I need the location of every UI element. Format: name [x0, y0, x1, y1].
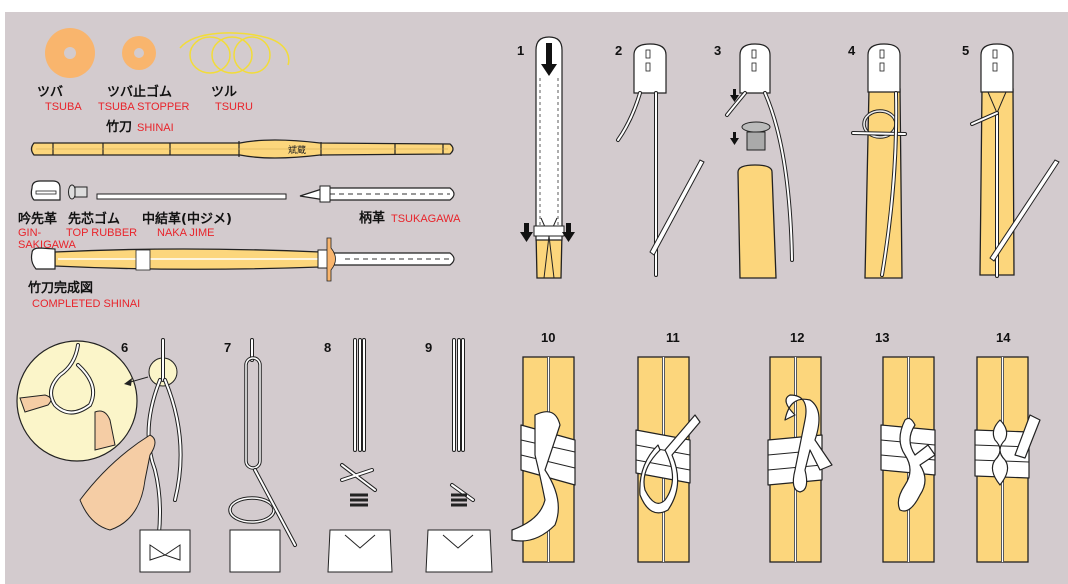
top-rubber-jp-label: 先芯ゴム — [68, 211, 120, 227]
gin-sakigawa-en-label-1: GIN- — [18, 227, 42, 239]
shinai-en-label: SHINAI — [137, 122, 174, 134]
tsuru-jp-label: ツル — [211, 85, 237, 100]
step-7-number: 7 — [224, 340, 231, 355]
step-5-number: 5 — [962, 43, 969, 58]
tsuba-stopper-illustration — [122, 36, 156, 70]
naka-jime-jp-label: 中結革(中ジメ) — [142, 211, 232, 227]
svg-text:斌蔵: 斌蔵 — [288, 144, 306, 156]
step-14-number: 14 — [996, 330, 1011, 345]
naka-jime-en-label: NAKA JIME — [157, 227, 214, 239]
step-12-number: 12 — [790, 330, 804, 345]
step-2-illustration — [616, 43, 705, 277]
tsukagawa-jp-label: 柄革 — [359, 210, 385, 226]
step-1-number: 1 — [517, 43, 524, 58]
step-9-number: 9 — [425, 340, 432, 355]
tsuba-stopper-jp-label: ツバ止ゴム — [107, 84, 172, 100]
top-rubber-illustration — [68, 184, 88, 200]
step-7-illustration — [228, 338, 297, 573]
step-6-number: 6 — [121, 340, 128, 355]
step-12-illustration — [767, 356, 833, 563]
top-rubber-en-label: TOP RUBBER — [66, 227, 137, 239]
tsuba-illustration — [45, 28, 95, 78]
shinai-jp-label: 竹刀 — [105, 119, 132, 135]
step-13-number: 13 — [875, 330, 889, 345]
tsukagawa-illustration — [299, 185, 455, 203]
shinai-bamboo-illustration: 斌蔵 — [30, 139, 454, 159]
tsukagawa-en-label: TSUKAGAWA — [391, 213, 461, 225]
step-1-illustration — [520, 36, 575, 279]
step-10-illustration — [511, 356, 576, 563]
step-5-illustration — [970, 43, 1060, 278]
step-9-illustration — [425, 338, 493, 573]
step-3-number: 3 — [714, 43, 721, 58]
step-10-number: 10 — [541, 330, 555, 345]
tsuba-en-label: TSUBA — [45, 101, 82, 113]
step-2-number: 2 — [615, 43, 622, 58]
gin-sakigawa-jp-label: 吟先革 — [18, 211, 57, 227]
step-13-illustration — [880, 356, 936, 563]
step-4-illustration — [851, 43, 907, 279]
completed-jp-label: 竹刀完成図 — [27, 280, 93, 296]
tsuba-jp-label: ツバ — [37, 85, 63, 100]
tsuba-stopper-en-label: TSUBA STOPPER — [98, 101, 190, 113]
gin-sakigawa-en-label-2: SAKIGAWA — [18, 239, 77, 251]
step-3-illustration — [725, 43, 794, 279]
step-8-illustration — [327, 338, 393, 573]
step-11-illustration — [635, 356, 701, 563]
naka-jime-illustration — [96, 193, 287, 200]
step-4-number: 4 — [848, 43, 856, 58]
completed-shinai-illustration — [30, 237, 455, 282]
step-6-illustration — [16, 338, 191, 573]
step-8-number: 8 — [324, 340, 331, 355]
step-14-illustration — [974, 356, 1041, 563]
gin-sakigawa-illustration — [30, 180, 61, 201]
step-11-number: 11 — [666, 330, 680, 345]
tsuru-en-label: TSURU — [215, 101, 253, 113]
tsuru-illustration — [179, 32, 290, 74]
completed-en-label: COMPLETED SHINAI — [32, 298, 140, 310]
